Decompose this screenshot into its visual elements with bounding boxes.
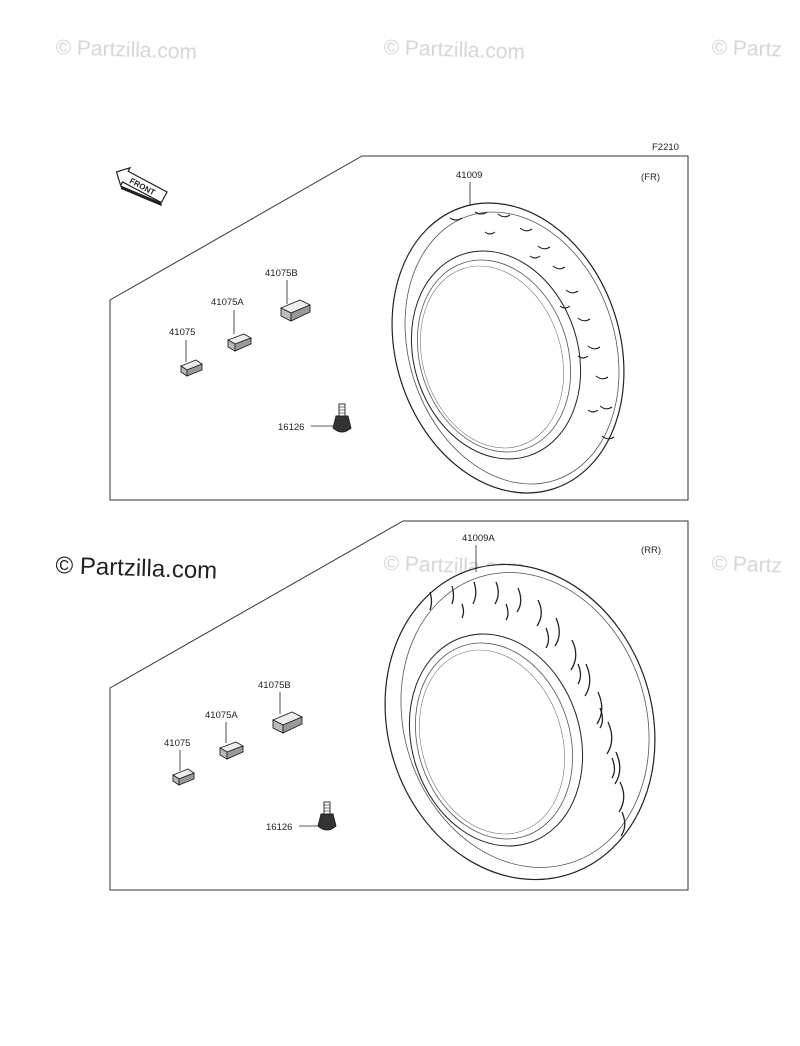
- weight-part-label-rear-1: 41075: [164, 738, 190, 749]
- diagram-code: F2210: [652, 142, 679, 153]
- balance-weight-41075a-icon: [226, 333, 253, 352]
- balance-weight-41075-icon: [180, 359, 203, 377]
- tire-valve-rear-icon: [317, 801, 337, 831]
- weight-part-label-rear-2: 41075A: [205, 710, 238, 721]
- tire-part-label-rear: 41009A: [462, 533, 495, 544]
- weight-part-label-front-3: 41075B: [265, 268, 298, 279]
- weight-part-label-front-2: 41075A: [211, 297, 244, 308]
- position-label-front: (FR): [641, 172, 660, 183]
- position-label-rear: (RR): [641, 545, 661, 556]
- valve-part-label-front: 16126: [278, 422, 304, 433]
- front-arrow-icon: FRONT: [115, 166, 168, 207]
- balance-weight-41075a-rear-icon: [218, 741, 245, 760]
- tire-valve-front-icon: [332, 403, 352, 433]
- tire-front-icon: [391, 202, 625, 494]
- tire-rear-icon: [384, 563, 656, 881]
- panel-front: (FR) 41009: [109, 155, 689, 501]
- tire-part-label-front: 41009: [456, 170, 482, 181]
- balance-weight-41075b-rear-icon: [271, 711, 304, 734]
- valve-part-label-rear: 16126: [266, 822, 292, 833]
- weight-part-label-front-1: 41075: [169, 327, 195, 338]
- weight-part-label-rear-3: 41075B: [258, 680, 291, 691]
- panel-rear: (RR) 41009A: [109, 520, 689, 891]
- balance-weight-41075b-icon: [279, 299, 312, 322]
- balance-weight-41075-rear-icon: [172, 768, 195, 786]
